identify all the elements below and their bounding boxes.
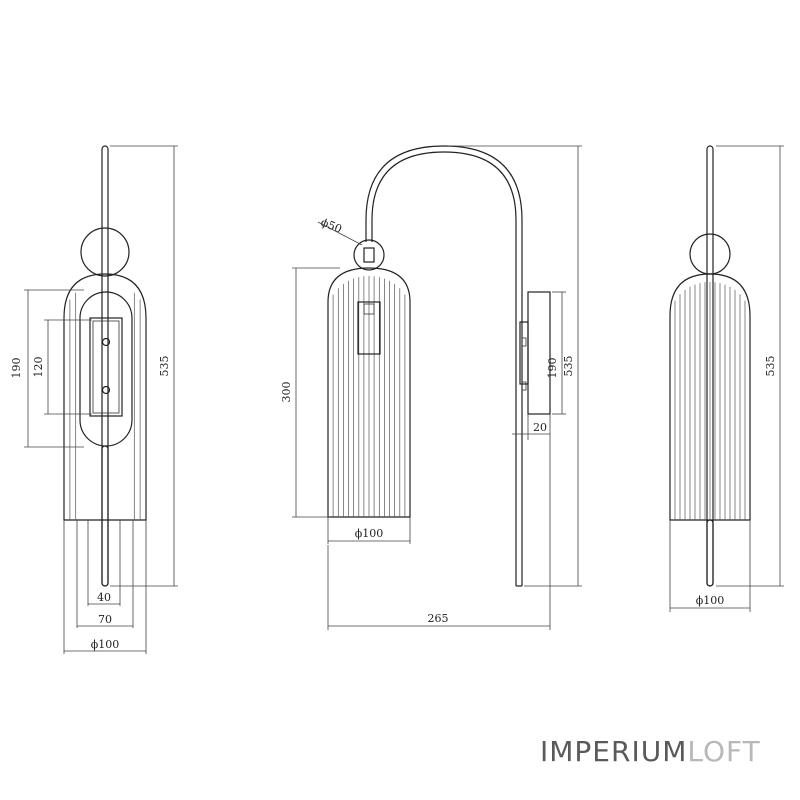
- front-wall-plate: [79, 291, 133, 447]
- side-dim-190: 190: [546, 358, 559, 379]
- front-mount-bracket: [89, 317, 123, 417]
- brand-imperium: IMPERIUM: [540, 735, 687, 768]
- side-arc-rod: [365, 145, 523, 586]
- back-dim-535: 535: [764, 356, 777, 377]
- back-shade: [669, 273, 751, 521]
- front-screw-top: [101, 337, 111, 347]
- side-dim-300: 300: [280, 382, 293, 403]
- back-dim-phi100: ϕ100: [696, 594, 725, 607]
- front-ball: [80, 227, 130, 277]
- brand-logo: IMPERIUMLOFT: [540, 735, 761, 768]
- front-dim-40: 40: [97, 591, 111, 604]
- back-view: 535 ϕ100: [669, 145, 784, 612]
- front-screw-bottom: [101, 385, 111, 395]
- side-wall-plate: [527, 291, 551, 415]
- side-view: ϕ50 300 ϕ100 190 535 20 265: [280, 145, 582, 630]
- side-dim-265: 265: [428, 612, 449, 625]
- side-dim-phi100: ϕ100: [355, 527, 384, 540]
- side-ball: [353, 239, 385, 271]
- side-bracket: [519, 321, 529, 385]
- side-dim-phi50: ϕ50: [319, 216, 344, 236]
- front-dim-70: 70: [98, 613, 112, 626]
- front-shade-ribs: [69, 292, 141, 520]
- front-dim-120: 120: [32, 357, 45, 378]
- back-ball: [689, 233, 731, 275]
- brand-loft: LOFT: [687, 735, 760, 768]
- front-view: 190 120 535 40 70 ϕ100: [10, 145, 178, 654]
- back-shade-ribs: [674, 282, 746, 520]
- side-dim-535: 535: [562, 356, 575, 377]
- front-dim-phi100: ϕ100: [91, 638, 120, 651]
- side-shade-ribs: [332, 276, 406, 517]
- side-dim-20: 20: [533, 421, 547, 434]
- side-bulb-holder: [357, 301, 381, 355]
- side-shade: [327, 267, 411, 518]
- front-shade: [63, 273, 147, 521]
- front-dim-535: 535: [158, 356, 171, 377]
- front-dim-190: 190: [10, 358, 23, 379]
